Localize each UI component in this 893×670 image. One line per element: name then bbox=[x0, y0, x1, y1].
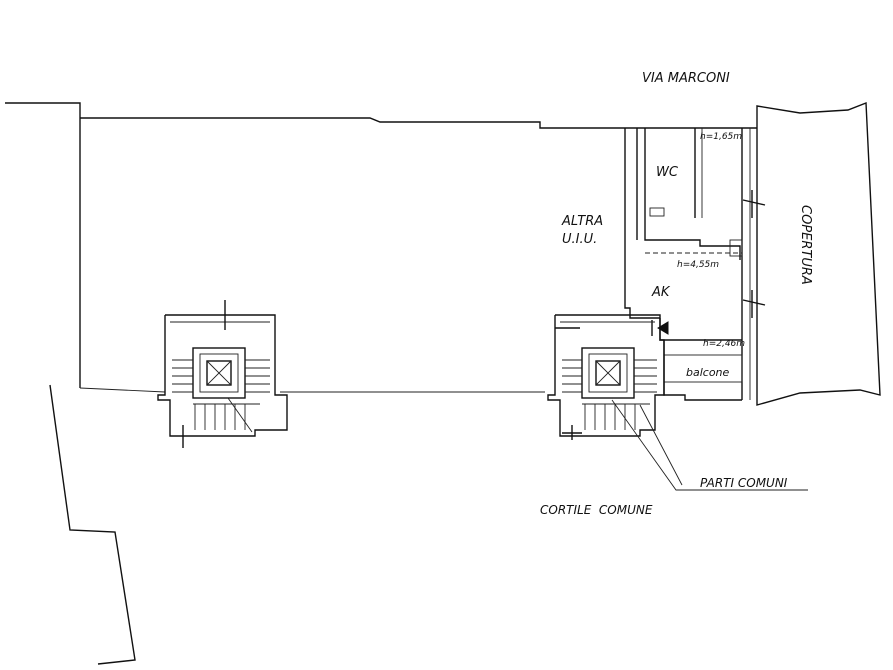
left-neighbour-boundary bbox=[49, 384, 136, 665]
stairwell-left bbox=[157, 300, 288, 448]
street-label: VIA MARCONI bbox=[642, 71, 730, 86]
roof-cover-block bbox=[756, 101, 881, 406]
balcony-label: balcone bbox=[686, 366, 730, 379]
stairwell-right bbox=[547, 314, 665, 440]
wc-height-label: h=1,65m bbox=[700, 132, 742, 142]
apartment-walls bbox=[624, 128, 766, 401]
other-unit-label-line2: U.I.U. bbox=[562, 232, 597, 247]
other-unit-label-line1: ALTRA bbox=[561, 214, 603, 229]
building-outline bbox=[5, 102, 757, 393]
roof-cover-label: COPERTURA bbox=[798, 205, 813, 285]
common-parts-leaders bbox=[611, 399, 808, 491]
common-parts-label: PARTI COMUNI bbox=[700, 476, 788, 490]
ak-label: AK bbox=[651, 285, 671, 300]
wc-label: WC bbox=[656, 165, 679, 180]
common-courtyard-label: CORTILE COMUNE bbox=[540, 503, 653, 517]
ak-height-label: h=4,55m bbox=[677, 260, 719, 270]
balcony-height-label: h=2,46m bbox=[703, 339, 745, 349]
